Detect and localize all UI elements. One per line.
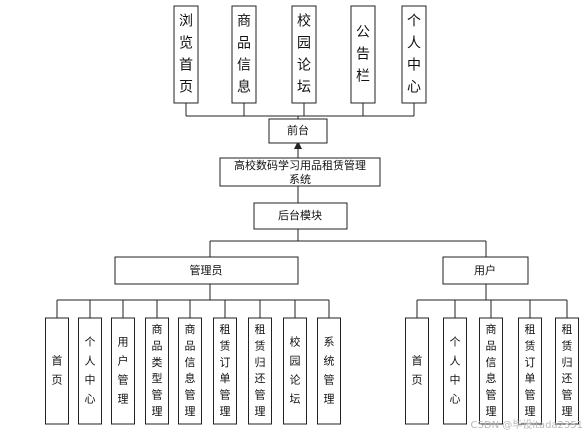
admin-module-box (248, 317, 272, 425)
system-box (219, 157, 381, 187)
front-module-label: 个人中心 (407, 14, 421, 96)
front-module-box (291, 5, 317, 104)
admin-module-label: 用户管理 (118, 336, 129, 406)
user-module-label: 租赁归还管理 (562, 323, 573, 418)
admin-module-box (317, 317, 341, 425)
front-box (268, 118, 328, 144)
admin-module-label: 系统管理 (324, 336, 335, 406)
front-module-label: 浏览首页 (179, 14, 193, 96)
watermark-text: CSDN @毕设itada2351 (471, 418, 583, 431)
user-module-box (405, 317, 429, 425)
backend-box-label: 后台模块 (278, 208, 322, 222)
backend-box (253, 202, 348, 230)
admin-module-box (78, 317, 102, 425)
user-box (442, 256, 529, 285)
front-module-box (231, 5, 257, 104)
admin-box (114, 256, 299, 285)
user-module-box (479, 317, 503, 425)
user-module-box (555, 317, 579, 425)
admin-module-label: 校园论坛 (290, 335, 301, 406)
admin-module-box (178, 317, 202, 425)
front-module-box (173, 5, 199, 104)
diagram-nodes: 浏览首页商品信息校园论坛公告栏个人中心前台高校数码学习用品租赁管理系统后台模块管… (45, 5, 579, 425)
admin-module-label: 首页 (52, 354, 63, 387)
admin-module-box (45, 317, 69, 425)
user-module-label: 商品信息管理 (486, 322, 497, 418)
front-module-label: 公告栏 (356, 25, 370, 85)
front-module-box (350, 5, 376, 104)
admin-module-box (111, 317, 135, 425)
front-box-label: 前台 (287, 123, 309, 137)
front-module-label: 商品信息 (237, 14, 251, 96)
user-box-label: 用户 (474, 263, 496, 277)
user-module-box (443, 317, 467, 425)
user-module-label: 个人中心 (450, 336, 461, 406)
front-module-label: 校园论坛 (297, 13, 311, 96)
system-title-line2: 系统 (289, 173, 311, 186)
admin-module-label: 商品信息管理 (185, 322, 196, 418)
user-module-label: 租赁订单管理 (525, 323, 536, 418)
admin-module-label: 商品类型管理 (152, 322, 163, 418)
admin-module-box (283, 317, 307, 425)
front-module-box (401, 5, 427, 104)
admin-module-box (213, 317, 237, 425)
admin-module-label: 租赁归还管理 (255, 323, 266, 418)
admin-module-box (145, 317, 169, 425)
admin-module-label: 个人中心 (85, 336, 96, 406)
connector-lines (56, 103, 568, 318)
admin-box-label: 管理员 (190, 263, 223, 277)
admin-module-label: 租赁订单管理 (220, 323, 231, 418)
system-title-line1: 高校数码学习用品租赁管理 (234, 158, 366, 172)
user-module-label: 首页 (412, 354, 423, 387)
user-module-box (518, 317, 542, 425)
